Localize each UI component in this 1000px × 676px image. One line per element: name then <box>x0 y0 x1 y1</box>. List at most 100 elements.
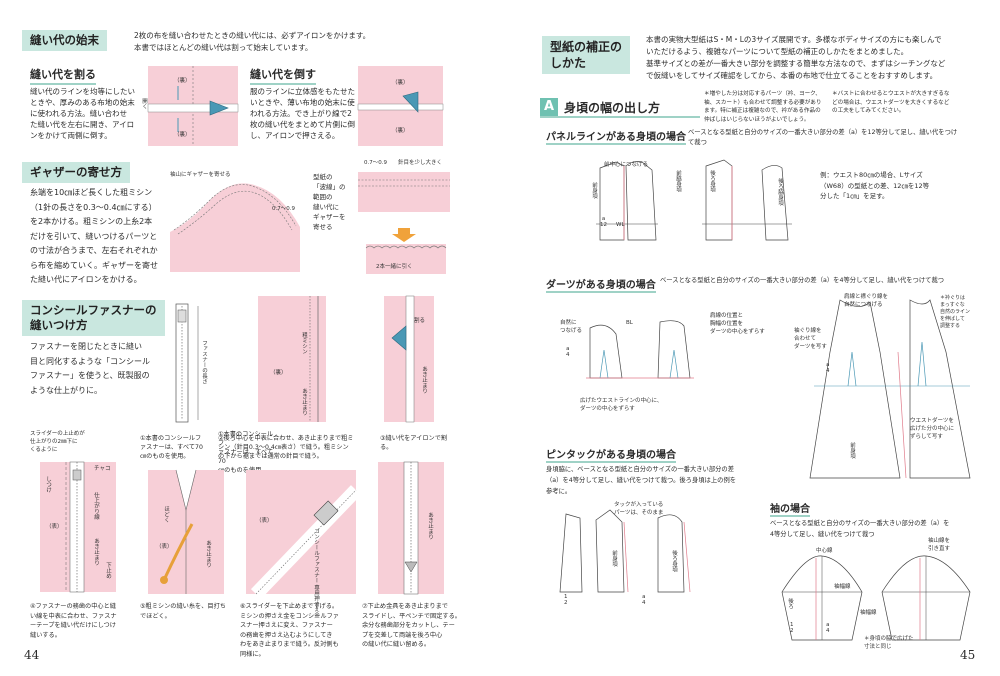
label-sleeve-width: 袖幅線 <box>860 610 877 616</box>
zipper-step-1: ①本書のコンシールフ ァスナーは、すべて70 ㎝のものを使用。 <box>218 431 274 474</box>
panel-heading: パネルラインがある身頃の場合 <box>546 128 686 145</box>
label-pull: 2本一緒に引く <box>376 264 413 270</box>
label-lining: （表） <box>46 524 63 530</box>
seam-split-heading: 縫い代を割る <box>30 66 96 85</box>
label-connect: 自然に つなげる <box>560 320 583 334</box>
seam-split-illustration: （裏） （裏） 開く <box>141 66 239 146</box>
zipper-step4-illustration: しつけ （表） 仕上がり線 あき止まり 下止め チャコ <box>40 461 116 593</box>
sleeve-illustration: 中心線 袖山線を 引き直す 袖幅線 袖幅線 後ろ 1 2 a 4 ＊身頃の脇で広… <box>776 538 976 654</box>
zipper-step7-illustration: あき止まり <box>378 461 444 595</box>
label-fraction: a 12 <box>600 216 607 228</box>
panel-text: ベースとなる型紙と自分のサイズの一番大きい部分の差（a）を12等分して足し、縫い… <box>688 129 958 146</box>
sleeve-text: ベースとなる型紙と自分のサイズの一番大きい部分の差（a）を 4等分して足し、縫い… <box>770 520 950 538</box>
label-split: 割る <box>414 318 426 324</box>
label-stop: あき止まり <box>427 512 433 540</box>
note-adjust-parts: ＊増やした分は対応するパーツ（衿、ヨーク、 袖、スカート）も合わせて調整する必要… <box>704 91 822 123</box>
seam-split-text: 縫い代のラインを均等にしたい ときや、厚みのある布地の始末 に使われる方法。縫い… <box>30 87 135 140</box>
zipper-text: ファスナーを閉じたときに縫い 目と同化するような「コンシール ファスナー」を使う… <box>30 342 150 395</box>
label-front: 前身頃 <box>591 182 597 199</box>
label-back: 後ろ身頃 <box>671 550 677 572</box>
label-bust: ＊衿ぐりは まっすぐな 自然のライン を伸ばして 調整する <box>940 295 971 329</box>
zipper-step-7-caption: ⑦下止め金具をあき止まりまで スライドし、平ペンチで固定する。 余分な務歯部分を… <box>362 603 461 648</box>
darts-illustration: 自然に つなげる BL a 4 広げたウエストラインの中心に、 ダーツの中心をず… <box>560 300 710 412</box>
label-back: 後ろ身頃 <box>709 170 715 192</box>
label-width: 0.7〜0.9 <box>272 206 295 212</box>
tuck-text: 身頃脇に、ベースとなる型紙と自分のサイズの一番大きい部分の差 （a）を4等分して… <box>546 466 737 495</box>
label-fraction: a 4 <box>566 346 570 358</box>
note-bust: ＊バストに合わせるとウエストが大きすぎるな どの場合は、ウエストダーツを大きくす… <box>832 91 950 114</box>
label-open: 開く <box>141 98 147 109</box>
seam-fold-illustration: （裏） （裏） <box>357 66 444 146</box>
label-basting: 粗ミシン <box>301 332 307 354</box>
gather-stitch-illustration: 0.7〜0.9 針目を少し大きく 2本一緒に引く <box>358 158 450 276</box>
label-front: 前身頃 <box>611 550 617 567</box>
seam-finish-intro: 2枚の布を縫い合わせたときの縫い代には、必ずアイロンをかけます。 本書ではほとん… <box>134 31 371 52</box>
label-foot: コンシールファスナー 専用押さえ金 <box>313 528 319 618</box>
label-quarter: a 4 <box>826 622 830 634</box>
label-move: 肩線の位置と 胸幅の位置を ダーツの中心をずらす <box>710 313 765 335</box>
label-side-back: 後ろ脇身頃 <box>777 178 783 206</box>
zipper-heading: コンシールファスナーの 縫いつけ方 <box>22 300 165 336</box>
section-letter: A <box>540 98 558 116</box>
label-slider-note: スライダーの上止めが 仕上がりの2㎜下に くるように <box>30 431 85 453</box>
label-sleeve-cap: 袖山にギャザーを寄せる <box>170 172 231 178</box>
gather-text: 糸端を10㎝ほど長くした粗ミシン （1針の長さを0.3〜0.4㎝にする） を2本… <box>30 188 158 284</box>
darts-text: ベースとなる型紙と自分のサイズの一番大きい部分の差（a）を4等分して足し、縫い代… <box>660 277 945 284</box>
label-stitch: 針目を少し大きく <box>398 160 443 166</box>
label-half: 1 2 <box>564 594 568 606</box>
label-lining: （表） <box>156 544 173 550</box>
label-tuck: タックが入っている パーツは、そのまま <box>614 502 664 516</box>
tuck-heading: ピンタックがある身頃の場合 <box>546 446 676 463</box>
zipper-step2-illustration: 粗ミシン （裏） あき止まり <box>258 296 326 422</box>
label-stop: あき止まり <box>301 388 307 416</box>
zipper-step5-illustration: ほどく （表） あき止まり <box>148 469 224 594</box>
dress-illustration: 肩線と襟ぐり線を 自然につなげる ＊衿ぐりは まっすぐな 自然のライン を伸ばし… <box>794 292 980 479</box>
zipper-step-2-caption: ②後ろ中心を中表に合わせ、あき止まりまで粗ミ シン（針目0.3〜0.4㎝表さ）で… <box>218 435 354 460</box>
label-side-front: 前脇身頃 <box>675 170 681 192</box>
label-back: （裏） <box>270 370 287 376</box>
label-bl: BL <box>626 320 633 326</box>
label-widen: 広げたウエストラインの中心に、 ダーツの中心をずらす <box>580 398 663 412</box>
section-title: 身頃の幅の出し方 <box>564 100 661 115</box>
label-fraction: a 4 <box>826 362 830 374</box>
zipper-step-6-caption: ⑥スライダーを下止めまで下げる。 ミシンの押さえ金をコンシールファ スナー押さえ… <box>240 603 339 658</box>
pattern-adjust-heading: 型紙の補正の しかた <box>542 36 631 74</box>
label-center-line: 中心線 <box>816 548 833 554</box>
label-baste-edge: しつけ <box>45 476 51 493</box>
label-cap-line: 袖山線を 引き直す <box>928 538 951 552</box>
label-wl: WL <box>616 222 625 228</box>
pattern-adjust-intro: 本書の実物大型紙はS・M・Lの3サイズ展開です。多様なボディサイズの方にも楽しん… <box>646 35 946 80</box>
label-quarter: a 4 <box>642 594 646 606</box>
label-stop: あき止まり <box>421 366 427 394</box>
gather-heading: ギャザーの寄せ方 <box>22 162 130 183</box>
label-waist-dart: ウエストダーツを 広げた分の中心に ずらして写す <box>910 418 955 440</box>
darts-heading: ダーツがある身頃の場合 <box>546 276 656 293</box>
label-sleeve-note: ＊身頃の脇で広げた 寸法と同じ <box>864 636 914 650</box>
panel-illustration: 前中心につなげる 前身頃 前脇身頃 後ろ身頃 後ろ脇身頃 WL a 12 <box>586 152 806 244</box>
label-bottom-stop: 下止め <box>105 562 111 579</box>
label-finish-line: 仕上がり線 <box>93 492 99 520</box>
panel-example: 例：ウエスト80㎝の場合、Lサイズ （W68）の型紙との差、12㎝を12等 分し… <box>820 171 930 200</box>
label-undo: ほどく <box>163 506 169 523</box>
zipper-step-1-caption: ①本書のコンシールフ ァスナーは、すべて70 ㎝のものを使用。 <box>140 435 203 460</box>
label-lining: （表） <box>256 518 273 524</box>
page-number-left: 44 <box>24 648 40 662</box>
sleeve-heading: 袖の場合 <box>770 500 810 517</box>
label-front: 前身頃 <box>849 442 855 459</box>
label-shoulder: 肩線と襟ぐり線を 自然につなげる <box>844 294 889 308</box>
page-number-right: 45 <box>960 648 976 662</box>
zipper-step-4-caption: ④ファスナーの務歯の中心と縫 い線を中表に合わせ、ファスナ ーテープを縫い代だけ… <box>30 603 117 639</box>
label-armhole: 袖ぐり線を 合わせて ダーツを写す <box>794 328 827 350</box>
label-back: 後ろ <box>787 598 793 609</box>
label-stop: あき止まり <box>205 540 211 568</box>
label-front-center: 前中心につなげる <box>604 162 649 168</box>
seam-finish-heading: 縫い代の始末 <box>22 30 107 51</box>
gather-sleeve-illustration: 袖山にギャザーを寄せる 0.7〜0.9 <box>170 172 310 272</box>
label-chalk: チャコ <box>94 466 111 472</box>
label-back: （裏） <box>392 80 409 86</box>
label-half: 1 2 <box>790 622 794 634</box>
section-a-heading: A 身頃の幅の出し方 <box>540 98 700 118</box>
label-width: 0.7〜0.9 <box>364 160 387 166</box>
label-stop: あき止まり <box>93 538 99 566</box>
zipper-illustration: ファスナーの長さ <box>170 300 210 425</box>
